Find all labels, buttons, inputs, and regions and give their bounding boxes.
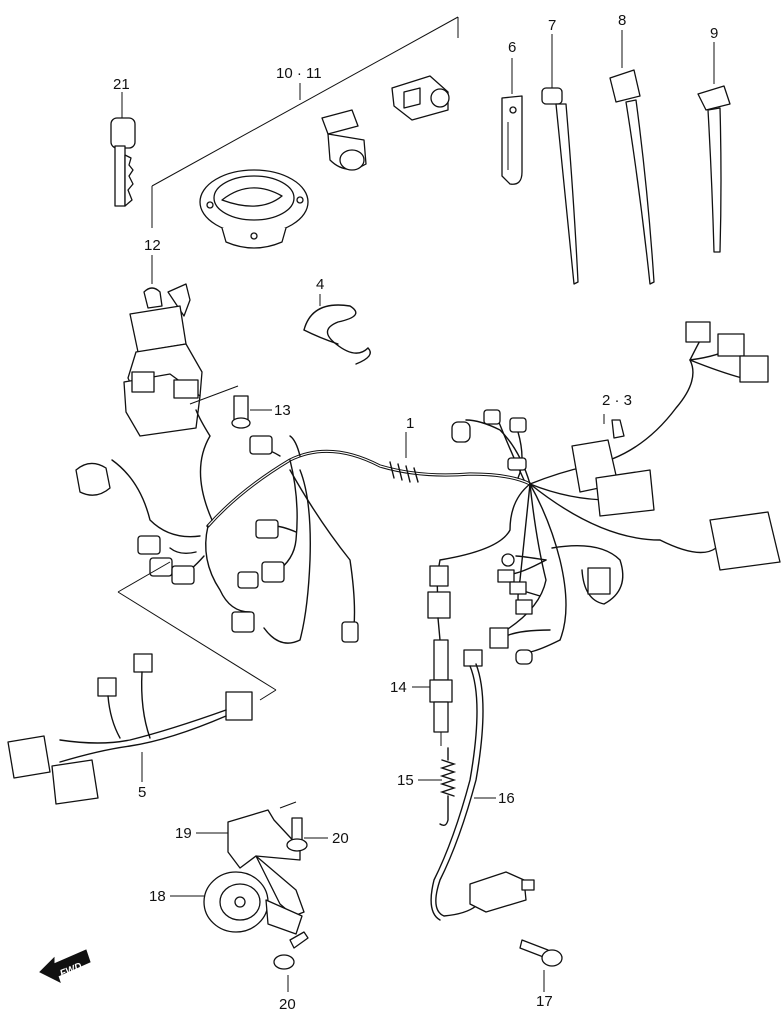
part-16-cable: [430, 649, 535, 921]
fwd-arrow-icon: FWD: [39, 949, 91, 983]
group-bracket-10-11: [151, 16, 459, 228]
part-fuel-cap: [199, 169, 309, 249]
part-14-spark-plug: [412, 617, 453, 746]
callout-10-11: 10 · 11: [276, 65, 322, 82]
callout-15: 15: [397, 772, 414, 789]
harness-connectors: [75, 321, 781, 665]
callout-6: 6: [508, 39, 516, 56]
part-lock-cylinder: [391, 75, 450, 121]
callout-17: 17: [536, 993, 553, 1010]
callout-2-3: 2 · 3: [602, 392, 632, 409]
callout-20-lower: 20: [279, 996, 296, 1013]
callout-7: 7: [548, 17, 556, 34]
callout-8: 8: [618, 12, 626, 29]
part-21-key: [110, 92, 136, 207]
part-7-cable-tie: [541, 34, 579, 285]
callout-13: 13: [274, 402, 291, 419]
part-19-bracket: [196, 801, 305, 917]
callout-18: 18: [149, 888, 166, 905]
part-6-bracket: [501, 58, 523, 185]
part-13-bolt: [231, 395, 272, 429]
callout-20-upper: 20: [332, 830, 349, 847]
part-seat-lock: [321, 109, 367, 171]
part-4-clip: [303, 294, 371, 365]
callout-19: 19: [175, 825, 192, 842]
part-20b-bolt: [273, 931, 309, 992]
callout-14: 14: [390, 679, 407, 696]
part-5-sub-harness: [7, 561, 277, 805]
part-12-ignition-switch: [123, 255, 239, 437]
callout-9: 9: [710, 25, 718, 42]
callout-5: 5: [138, 784, 146, 801]
part-8-cable-tie: [609, 30, 655, 285]
callout-4: 4: [316, 276, 324, 293]
part-9-cable-tie: [697, 42, 731, 253]
callout-1: 1: [406, 415, 414, 432]
part-18-horn: [170, 871, 303, 935]
part-17-bolt: [519, 939, 563, 992]
callout-12: 12: [144, 237, 161, 254]
part-15-spring: [418, 747, 457, 827]
callout-21: 21: [113, 76, 130, 93]
part-20a-bolt: [286, 817, 328, 852]
callout-16: 16: [498, 790, 515, 807]
